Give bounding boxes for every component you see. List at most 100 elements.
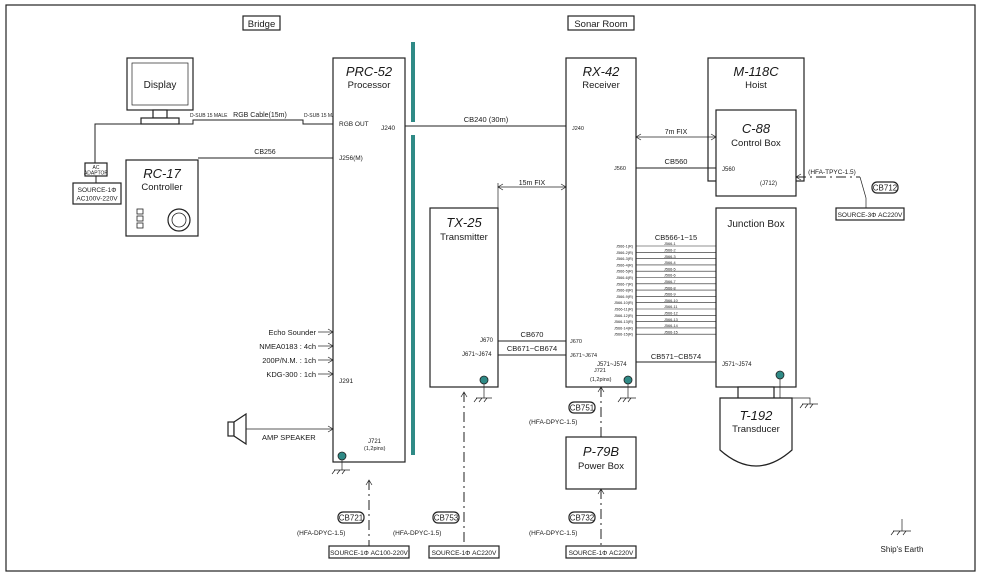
source-cb732: SOURCE-1Φ AC220V bbox=[569, 550, 634, 557]
tx25-j670: J670 bbox=[480, 338, 494, 344]
display-power-line bbox=[94, 123, 141, 163]
rx-pin-label: J566-3(R) bbox=[616, 257, 634, 261]
rx42-ground-dot bbox=[623, 375, 633, 385]
cb751-badge bbox=[568, 401, 596, 414]
jb-pin-label: J566-5 bbox=[664, 267, 676, 271]
jb-pin-label: J566-2 bbox=[664, 249, 676, 253]
cb240-label: CB240 (30m) bbox=[464, 115, 509, 124]
junction-ground-dot bbox=[775, 370, 785, 380]
rx-pin-label: J566-12(R) bbox=[614, 314, 634, 318]
rc17-subtitle: Controller bbox=[141, 182, 182, 193]
cb566-label: CB566-1~15 bbox=[655, 233, 697, 242]
input-echo-sounder: Echo Sounder bbox=[268, 328, 316, 337]
cb256-label: CB256 bbox=[254, 149, 276, 156]
rx-pin-label: J566-5(R) bbox=[616, 270, 634, 274]
rx-pin-label: J566-7(R) bbox=[616, 282, 634, 286]
jb-pin-label: J566-9 bbox=[664, 293, 676, 297]
bulkhead-bar-lower bbox=[411, 135, 415, 455]
c88-j560: J560 bbox=[722, 167, 736, 173]
prc52-processor: PRC-52 Processor RGB OUT J240 J256(M) J2… bbox=[332, 57, 406, 463]
t192-subtitle: Transducer bbox=[732, 424, 780, 435]
source-left-line1: SOURCE-1Φ bbox=[78, 187, 117, 194]
amp-speaker-label: AMP SPEAKER bbox=[262, 433, 316, 442]
tx25-j671: J671~J674 bbox=[462, 352, 492, 358]
bottom-source-2: CB753 (HFA-DPYC-1.5) SOURCE-1Φ AC220V bbox=[393, 391, 500, 559]
rx-pin-label: J566-8(R) bbox=[616, 289, 634, 293]
sonar-room-label-box bbox=[567, 15, 635, 31]
rx-pin-label: J566-11(R) bbox=[614, 308, 633, 312]
input-signals: Echo Sounder NMEA0183 : 4ch 200P/N.M. : … bbox=[259, 328, 334, 379]
hfa-cb712: (HFA-TPYC-1.5) bbox=[808, 169, 856, 176]
tx25-subtitle: Transmitter bbox=[440, 232, 488, 243]
hfa-cb721: (HFA-DPYC-1.5) bbox=[297, 530, 345, 537]
diagram-frame bbox=[5, 4, 976, 572]
source-left-box bbox=[72, 182, 122, 205]
tx25-transmitter: TX-25 Transmitter J670 J671~J674 bbox=[429, 207, 499, 388]
rx-pin-label: J566-2(R) bbox=[616, 251, 634, 255]
jb-pin-label: J566-11 bbox=[664, 305, 677, 309]
tx25-ground-dot bbox=[479, 375, 489, 385]
dsub-right: D-SUB 15 MALE bbox=[304, 113, 342, 119]
cb721-label: CB721 bbox=[339, 514, 364, 523]
cb712-label: CB712 bbox=[873, 184, 898, 193]
t192-title: T-192 bbox=[740, 408, 774, 423]
junction-ground-icon bbox=[779, 379, 818, 409]
jb-pin-label: J566-10 bbox=[664, 299, 678, 303]
rgb-cable-line bbox=[179, 119, 333, 125]
c88-subtitle: Control Box bbox=[731, 138, 781, 149]
input-nmea: NMEA0183 : 4ch bbox=[259, 342, 316, 351]
source-cb753: SOURCE-1Φ AC220V bbox=[432, 550, 497, 557]
ac-adaptor-line1: AC bbox=[93, 165, 100, 171]
c88-title: C-88 bbox=[742, 121, 771, 136]
tx25-ground-icon bbox=[473, 384, 492, 403]
bulkhead-bar-upper bbox=[411, 42, 415, 122]
rx42-j721: J721 bbox=[594, 368, 606, 374]
speaker-icon bbox=[233, 412, 247, 446]
junction-box-j571: J571~J574 bbox=[722, 362, 752, 368]
cb571-label: CB571~CB574 bbox=[651, 352, 701, 361]
cb671-label: CB671~CB674 bbox=[507, 344, 557, 353]
rx42-j721-pins: (1,2pins) bbox=[590, 377, 612, 383]
prc52-j240: J240 bbox=[381, 125, 395, 132]
input-kdg300: KDG-300 : 1ch bbox=[266, 370, 316, 379]
cb560-label: CB560 bbox=[665, 157, 688, 166]
prc52-j721: J721 bbox=[368, 439, 382, 445]
cb753-label: CB753 bbox=[434, 514, 459, 523]
jb-pin-label: J566-6 bbox=[664, 274, 676, 278]
m118c-title: M-118C bbox=[733, 64, 779, 79]
junction-box-title: Junction Box bbox=[727, 219, 784, 230]
rc17-title: RC-17 bbox=[143, 166, 181, 181]
rx-pin-label: J566-10(R) bbox=[614, 301, 634, 305]
rx42-j560: J560 bbox=[614, 166, 626, 172]
c88-j712: (J712) bbox=[760, 181, 777, 187]
bottom-source-3: CB732 (HFA-DPYC-1.5) SOURCE-1Φ AC220V bbox=[529, 488, 637, 559]
m118c-subtitle: Hoist bbox=[745, 80, 767, 91]
source-3phase-label: SOURCE-3Φ AC220V bbox=[838, 212, 903, 219]
jb-pin-label: J566-15 bbox=[664, 330, 678, 334]
rx-pin-label: J566-14(R) bbox=[614, 326, 634, 330]
source-3phase-box bbox=[835, 207, 905, 221]
prc52-j721-pins: (1,2pins) bbox=[364, 446, 386, 452]
ships-earth-label: Ship's Earth bbox=[881, 545, 924, 554]
hfa-cb732: (HFA-DPYC-1.5) bbox=[529, 530, 577, 537]
cb670-label: CB670 bbox=[521, 330, 544, 339]
rx42-j670: J670 bbox=[570, 339, 582, 345]
junction-box: Junction Box J571~J574 bbox=[715, 207, 797, 388]
rx42-j571: J571~J574 bbox=[597, 362, 627, 368]
jb-pin-label: J566-13 bbox=[664, 318, 678, 322]
p79b-power-box: P-79B Power Box bbox=[565, 436, 637, 490]
cb712-drop bbox=[859, 176, 867, 199]
rx-pin-label: J566-15(R) bbox=[614, 333, 634, 337]
rgb-cable-label: RGB Cable(15m) bbox=[233, 112, 287, 119]
fix7-label: 7m FIX bbox=[665, 129, 688, 136]
source-cb721: SOURCE-1Φ AC100-220V bbox=[330, 550, 408, 557]
ships-earth-icon bbox=[890, 519, 911, 536]
input-200p: 200P/N.M. : 1ch bbox=[262, 356, 316, 365]
cb732-label: CB732 bbox=[570, 514, 595, 523]
jb-pin-label: J566-4 bbox=[664, 261, 676, 265]
prc52-ground-icon bbox=[331, 460, 350, 475]
bridge-label-box bbox=[242, 15, 281, 31]
hfa-cb751: (HFA-DPYC-1.5) bbox=[529, 419, 577, 426]
jb-pin-label: J566-3 bbox=[664, 255, 676, 259]
